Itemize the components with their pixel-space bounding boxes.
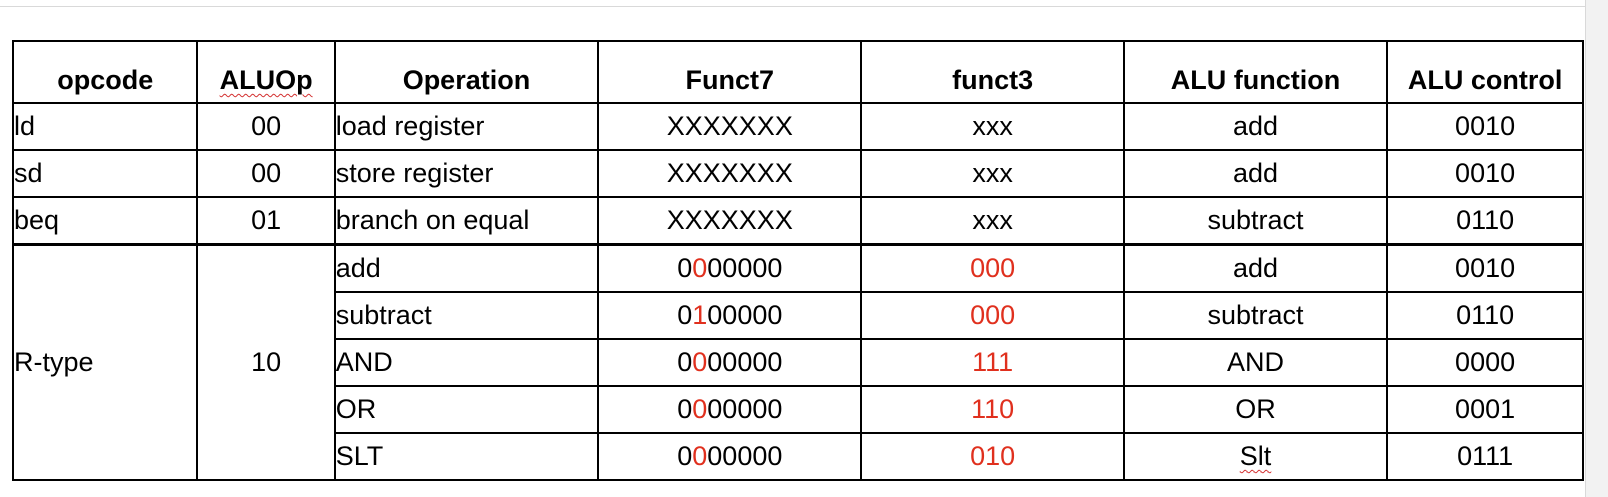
cell-alu-control: 0010 (1386, 149, 1584, 198)
cell-alu-function: subtract (1122, 291, 1389, 340)
funct7-highlight-bit: 0 (692, 347, 708, 377)
cell-funct7: XXXXXXX (597, 102, 863, 151)
cell-funct7: XXXXXXX (597, 149, 863, 198)
funct7-rest: 00000 (707, 441, 783, 471)
funct7-rest: 00000 (707, 253, 783, 283)
funct7-msb: 0 (677, 253, 693, 283)
header-alu-control: ALU control (1386, 40, 1584, 104)
header-funct3: funct3 (860, 40, 1125, 104)
cell-alu-control: 0110 (1386, 196, 1584, 246)
cell-alu-control: 0110 (1386, 291, 1584, 340)
cell-operation: AND (333, 338, 600, 387)
cell-operation: SLT (333, 432, 600, 481)
header-funct7: Funct7 (597, 40, 863, 104)
cell-alu-control: 0000 (1386, 338, 1584, 387)
cell-alu-control: 0111 (1386, 432, 1584, 481)
cell-alu-function: OR (1122, 385, 1389, 434)
cell-funct7: 0000000 (597, 385, 863, 434)
funct7-msb: 0 (677, 347, 693, 377)
header-row: opcode ALUOp Operation Funct7 funct3 ALU… (11, 40, 1584, 104)
cell-alu-control: 0010 (1386, 243, 1584, 293)
cell-opcode: sd (11, 149, 199, 198)
cell-funct3: xxx (860, 196, 1125, 246)
table-row: AND 0000000 111 AND 0000 (13, 338, 1584, 387)
cell-aluop: 01 (196, 196, 336, 246)
cell-funct7: 0000000 (597, 338, 863, 387)
funct7-rest: 00000 (707, 300, 783, 330)
cell-funct7: 0000000 (597, 432, 863, 481)
cell-funct7: XXXXXXX (597, 196, 863, 246)
cell-funct7: 0100000 (597, 291, 863, 340)
header-operation: Operation (333, 40, 600, 104)
funct7-highlight-bit: 1 (692, 300, 708, 330)
cell-opcode: beq (11, 196, 199, 246)
cell-opcode-rtype: R-type (11, 243, 199, 481)
cell-funct3: 000 (860, 291, 1125, 340)
cell-operation: OR (333, 385, 600, 434)
cell-alu-function: add (1122, 102, 1389, 151)
alu-function-slt-label: Slt (1239, 441, 1272, 471)
funct7-msb: 0 (677, 394, 693, 424)
cell-alu-control: 0001 (1386, 385, 1584, 434)
alu-control-table: opcode ALUOp Operation Funct7 funct3 ALU… (11, 40, 1584, 481)
cell-operation: add (333, 243, 600, 293)
cell-alu-function: subtract (1122, 196, 1389, 246)
page-top-edge (0, 0, 1586, 7)
cell-operation: store register (333, 149, 600, 198)
cell-alu-function: add (1122, 243, 1389, 293)
table-row: SLT 0000000 010 Slt 0111 (13, 432, 1584, 481)
cell-aluop: 00 (196, 149, 336, 198)
cell-funct3: 110 (860, 385, 1125, 434)
cell-alu-function: AND (1122, 338, 1389, 387)
funct7-highlight-bit: 0 (692, 441, 708, 471)
funct7-highlight-bit: 0 (692, 253, 708, 283)
funct7-msb: 0 (677, 300, 693, 330)
table-row: ld 00 load register XXXXXXX xxx add 0010 (11, 102, 1584, 151)
cell-aluop-rtype: 10 (196, 243, 336, 481)
cell-funct3: 000 (860, 243, 1125, 293)
cell-alu-function: add (1122, 149, 1389, 198)
cell-funct3: 010 (860, 432, 1125, 481)
cell-funct3: xxx (860, 102, 1125, 151)
cell-alu-function: Slt (1122, 432, 1389, 481)
cell-operation: load register (333, 102, 600, 151)
funct7-msb: 0 (677, 441, 693, 471)
cell-opcode: ld (11, 102, 199, 151)
cell-alu-control: 0010 (1386, 102, 1584, 151)
page-right-margin (1585, 0, 1608, 497)
cell-aluop: 00 (196, 102, 336, 151)
funct7-rest: 00000 (707, 394, 783, 424)
table-row: R-type 10 add 0000000 000 add 0010 (11, 243, 1584, 481)
cell-funct7: 0000000 (597, 243, 863, 293)
header-opcode: opcode (11, 40, 199, 104)
cell-operation: subtract (333, 291, 600, 340)
header-alu-function: ALU function (1122, 40, 1389, 104)
cell-funct3: 111 (860, 338, 1125, 387)
header-aluop: ALUOp (196, 40, 336, 104)
funct7-rest: 00000 (707, 347, 783, 377)
cell-operation: branch on equal (333, 196, 600, 246)
header-aluop-label: ALUOp (219, 65, 313, 95)
table-row: subtract 0100000 000 subtract 0110 (13, 291, 1584, 340)
table-row: sd 00 store register XXXXXXX xxx add 001… (11, 149, 1584, 198)
cell-funct3: xxx (860, 149, 1125, 198)
table-row: OR 0000000 110 OR 0001 (13, 385, 1584, 434)
table-row: beq 01 branch on equal XXXXXXX xxx subtr… (11, 196, 1584, 246)
funct7-highlight-bit: 0 (692, 394, 708, 424)
